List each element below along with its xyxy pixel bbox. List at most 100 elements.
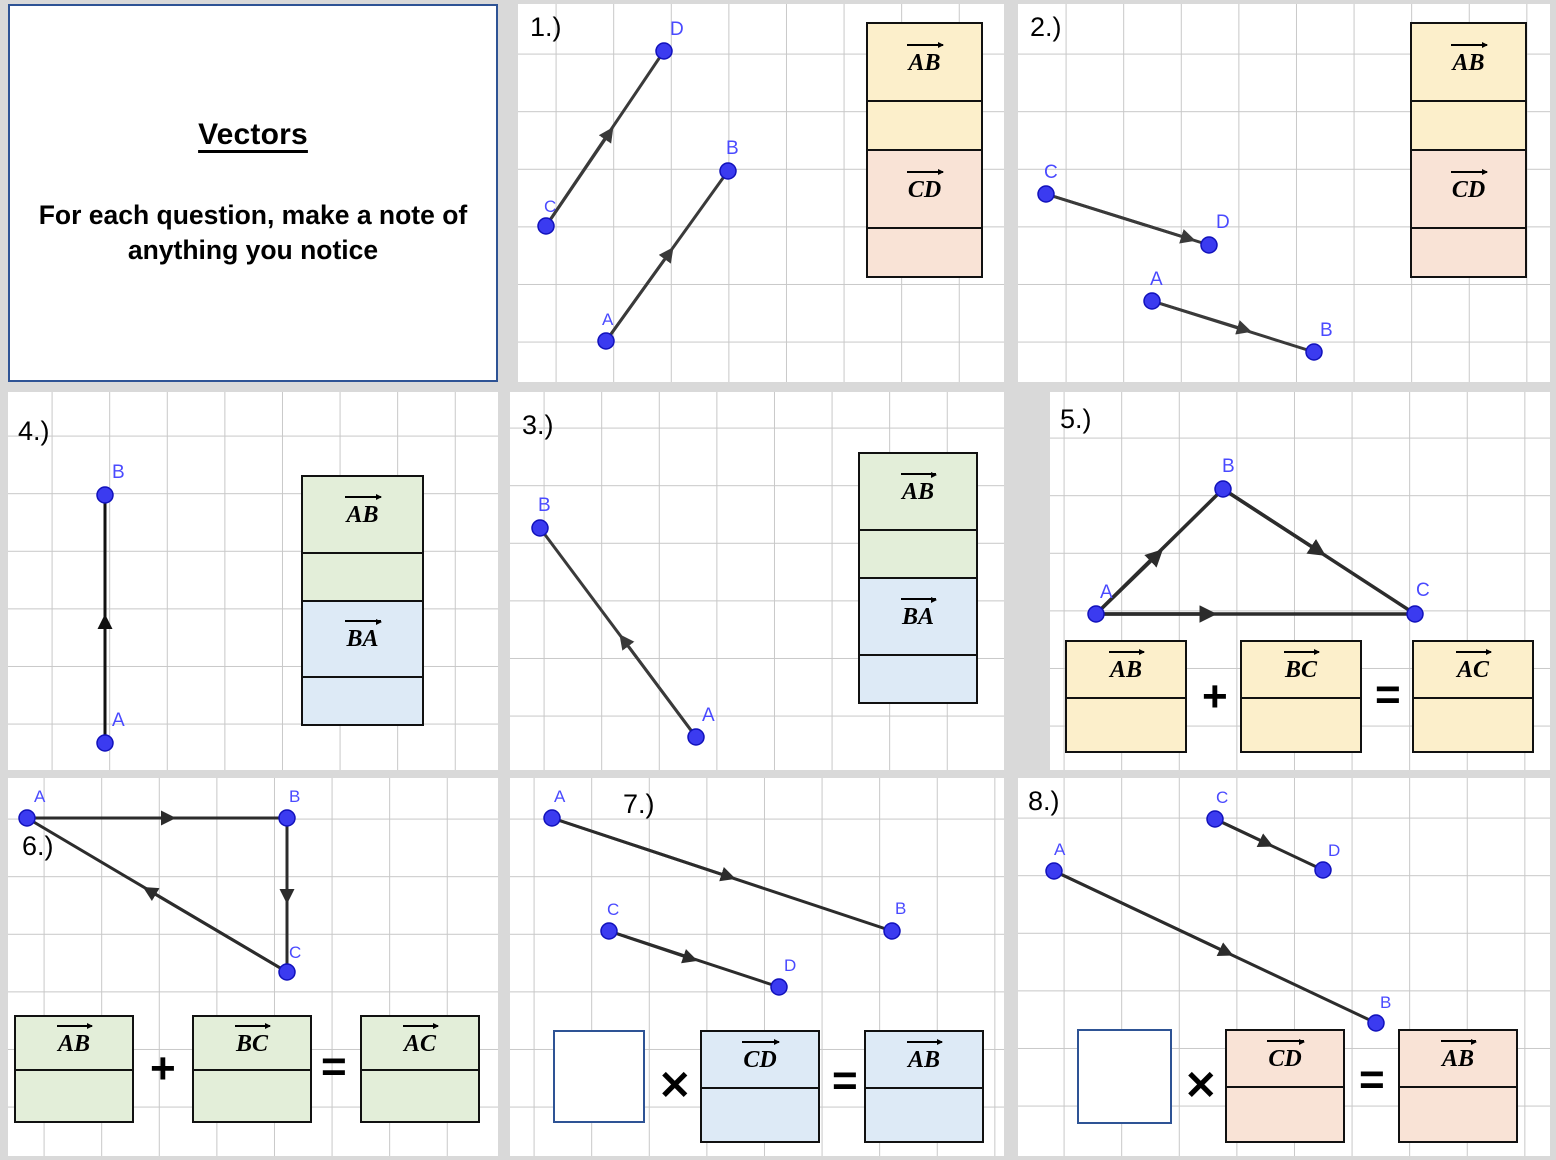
- point-label-B: B: [1320, 320, 1333, 341]
- question-8-panel: 8.) C D A B ✕ CD: [1018, 778, 1550, 1156]
- point-label-C: C: [1216, 788, 1229, 807]
- table-row[interactable]: [868, 100, 981, 149]
- point-label-B: B: [726, 138, 739, 159]
- table-row[interactable]: BA: [860, 577, 976, 654]
- table-row[interactable]: [868, 227, 981, 276]
- point-label-C: C: [607, 900, 620, 919]
- point-label-A: A: [702, 705, 715, 726]
- question-7-diagram: [543, 809, 901, 996]
- question-8-term-CD[interactable]: CD: [1225, 1029, 1345, 1143]
- term-answer-cell[interactable]: [16, 1069, 132, 1121]
- multiply-operator: ✕: [658, 1064, 692, 1108]
- point-label-B: B: [289, 787, 301, 806]
- vector-label-BA: BA: [900, 596, 938, 631]
- point-label-A: A: [34, 787, 46, 806]
- term-answer-cell[interactable]: [1414, 696, 1532, 751]
- equals-operator: =: [321, 1042, 347, 1091]
- table-row[interactable]: AB: [868, 24, 981, 100]
- question-1-diagram: [537, 42, 737, 350]
- question-3-diagram: [531, 519, 705, 746]
- question-2-number: 2.): [1030, 12, 1062, 42]
- question-6-term-AC[interactable]: AC: [360, 1015, 480, 1123]
- plus-operator: +: [1202, 672, 1228, 721]
- question-6-panel: 6.) A B C AB: [8, 778, 498, 1156]
- table-row[interactable]: CD: [868, 149, 981, 227]
- point-label-A: A: [112, 710, 125, 731]
- vector-label-BA: BA: [345, 618, 382, 653]
- question-7-panel: 7.) A B C D ✕ CD: [510, 778, 1004, 1156]
- table-row[interactable]: [860, 654, 976, 702]
- question-7-scalar-input[interactable]: [553, 1030, 645, 1123]
- question-8-number: 8.): [1028, 786, 1060, 816]
- scalar-entry-cell[interactable]: [555, 1032, 643, 1121]
- question-1-panel: 1.) C D A B AB: [518, 4, 1004, 382]
- term-answer-cell[interactable]: [1067, 696, 1185, 751]
- point-label-B: B: [1222, 456, 1235, 477]
- question-2-panel: 2.) C D A B AB: [1018, 4, 1550, 382]
- vector-label-AB: AB: [1108, 649, 1146, 684]
- question-4-number: 4.): [18, 416, 50, 446]
- question-2-vector-table: AB CD: [1410, 22, 1527, 278]
- question-4-vector-table: AB BA: [301, 475, 424, 726]
- table-row[interactable]: AB: [303, 477, 422, 552]
- question-5-term-AB[interactable]: AB: [1065, 640, 1187, 753]
- question-5-term-AC[interactable]: AC: [1412, 640, 1534, 753]
- vector-label-BC: BC: [234, 1023, 272, 1058]
- term-answer-cell[interactable]: [866, 1086, 982, 1141]
- term-answer-cell[interactable]: [1242, 696, 1360, 751]
- question-3-number: 3.): [522, 410, 554, 440]
- question-8-scalar-input[interactable]: [1077, 1029, 1172, 1124]
- point-label-D: D: [1328, 841, 1341, 860]
- point-label-B: B: [1380, 993, 1392, 1012]
- term-label-cell: AB: [16, 1017, 132, 1069]
- term-label-cell: AB: [1067, 642, 1185, 697]
- term-answer-cell[interactable]: [362, 1069, 478, 1121]
- term-answer-cell[interactable]: [1227, 1086, 1343, 1141]
- question-1-vector-table: AB CD: [866, 22, 983, 278]
- title-card: Vectors For each question, make a note o…: [8, 4, 498, 382]
- term-answer-cell[interactable]: [1400, 1086, 1516, 1141]
- question-6-term-BC[interactable]: BC: [192, 1015, 312, 1123]
- vector-label-AB: AB: [345, 494, 382, 529]
- page-instruction: For each question, make a note of anythi…: [38, 199, 468, 265]
- table-row[interactable]: BA: [303, 599, 422, 677]
- point-label-D: D: [784, 956, 797, 975]
- question-1-number: 1.): [530, 12, 562, 42]
- vector-label-AB: AB: [56, 1023, 94, 1058]
- point-label-C: C: [1044, 162, 1058, 183]
- term-answer-cell[interactable]: [194, 1069, 310, 1121]
- term-answer-cell[interactable]: [702, 1086, 818, 1141]
- question-2-diagram: [1037, 185, 1323, 361]
- table-row[interactable]: [1412, 227, 1525, 276]
- point-label-A: A: [602, 310, 614, 329]
- vector-label-AC: AC: [1455, 649, 1493, 684]
- multiply-operator: ✕: [1184, 1064, 1218, 1108]
- point-label-B: B: [538, 495, 551, 516]
- question-8-diagram: [1045, 810, 1385, 1032]
- table-row[interactable]: [303, 676, 422, 724]
- table-row[interactable]: AB: [860, 454, 976, 529]
- vector-label-BC: BC: [1283, 649, 1321, 684]
- table-row[interactable]: CD: [1412, 149, 1525, 227]
- point-label-A: A: [1100, 582, 1113, 603]
- term-label-cell: AC: [362, 1017, 478, 1069]
- question-7-term-AB[interactable]: AB: [864, 1030, 984, 1143]
- question-3-panel: 3.) B A AB BA: [510, 392, 1004, 770]
- term-label-cell: AB: [1400, 1031, 1516, 1086]
- vector-label-AB: AB: [1440, 1038, 1478, 1073]
- point-label-C: C: [289, 943, 302, 962]
- equals-operator: =: [1359, 1055, 1385, 1104]
- table-row[interactable]: [1412, 100, 1525, 149]
- table-row[interactable]: AB: [1412, 24, 1525, 100]
- question-5-term-BC[interactable]: BC: [1240, 640, 1362, 753]
- point-label-D: D: [670, 19, 684, 40]
- plus-operator: +: [150, 1044, 176, 1093]
- table-row[interactable]: [860, 529, 976, 577]
- scalar-entry-cell[interactable]: [1079, 1031, 1170, 1122]
- table-row[interactable]: [303, 551, 422, 600]
- point-label-A: A: [554, 787, 566, 806]
- term-label-cell: CD: [702, 1032, 818, 1087]
- question-7-term-CD[interactable]: CD: [700, 1030, 820, 1143]
- question-8-term-AB[interactable]: AB: [1398, 1029, 1518, 1143]
- question-6-term-AB[interactable]: AB: [14, 1015, 134, 1123]
